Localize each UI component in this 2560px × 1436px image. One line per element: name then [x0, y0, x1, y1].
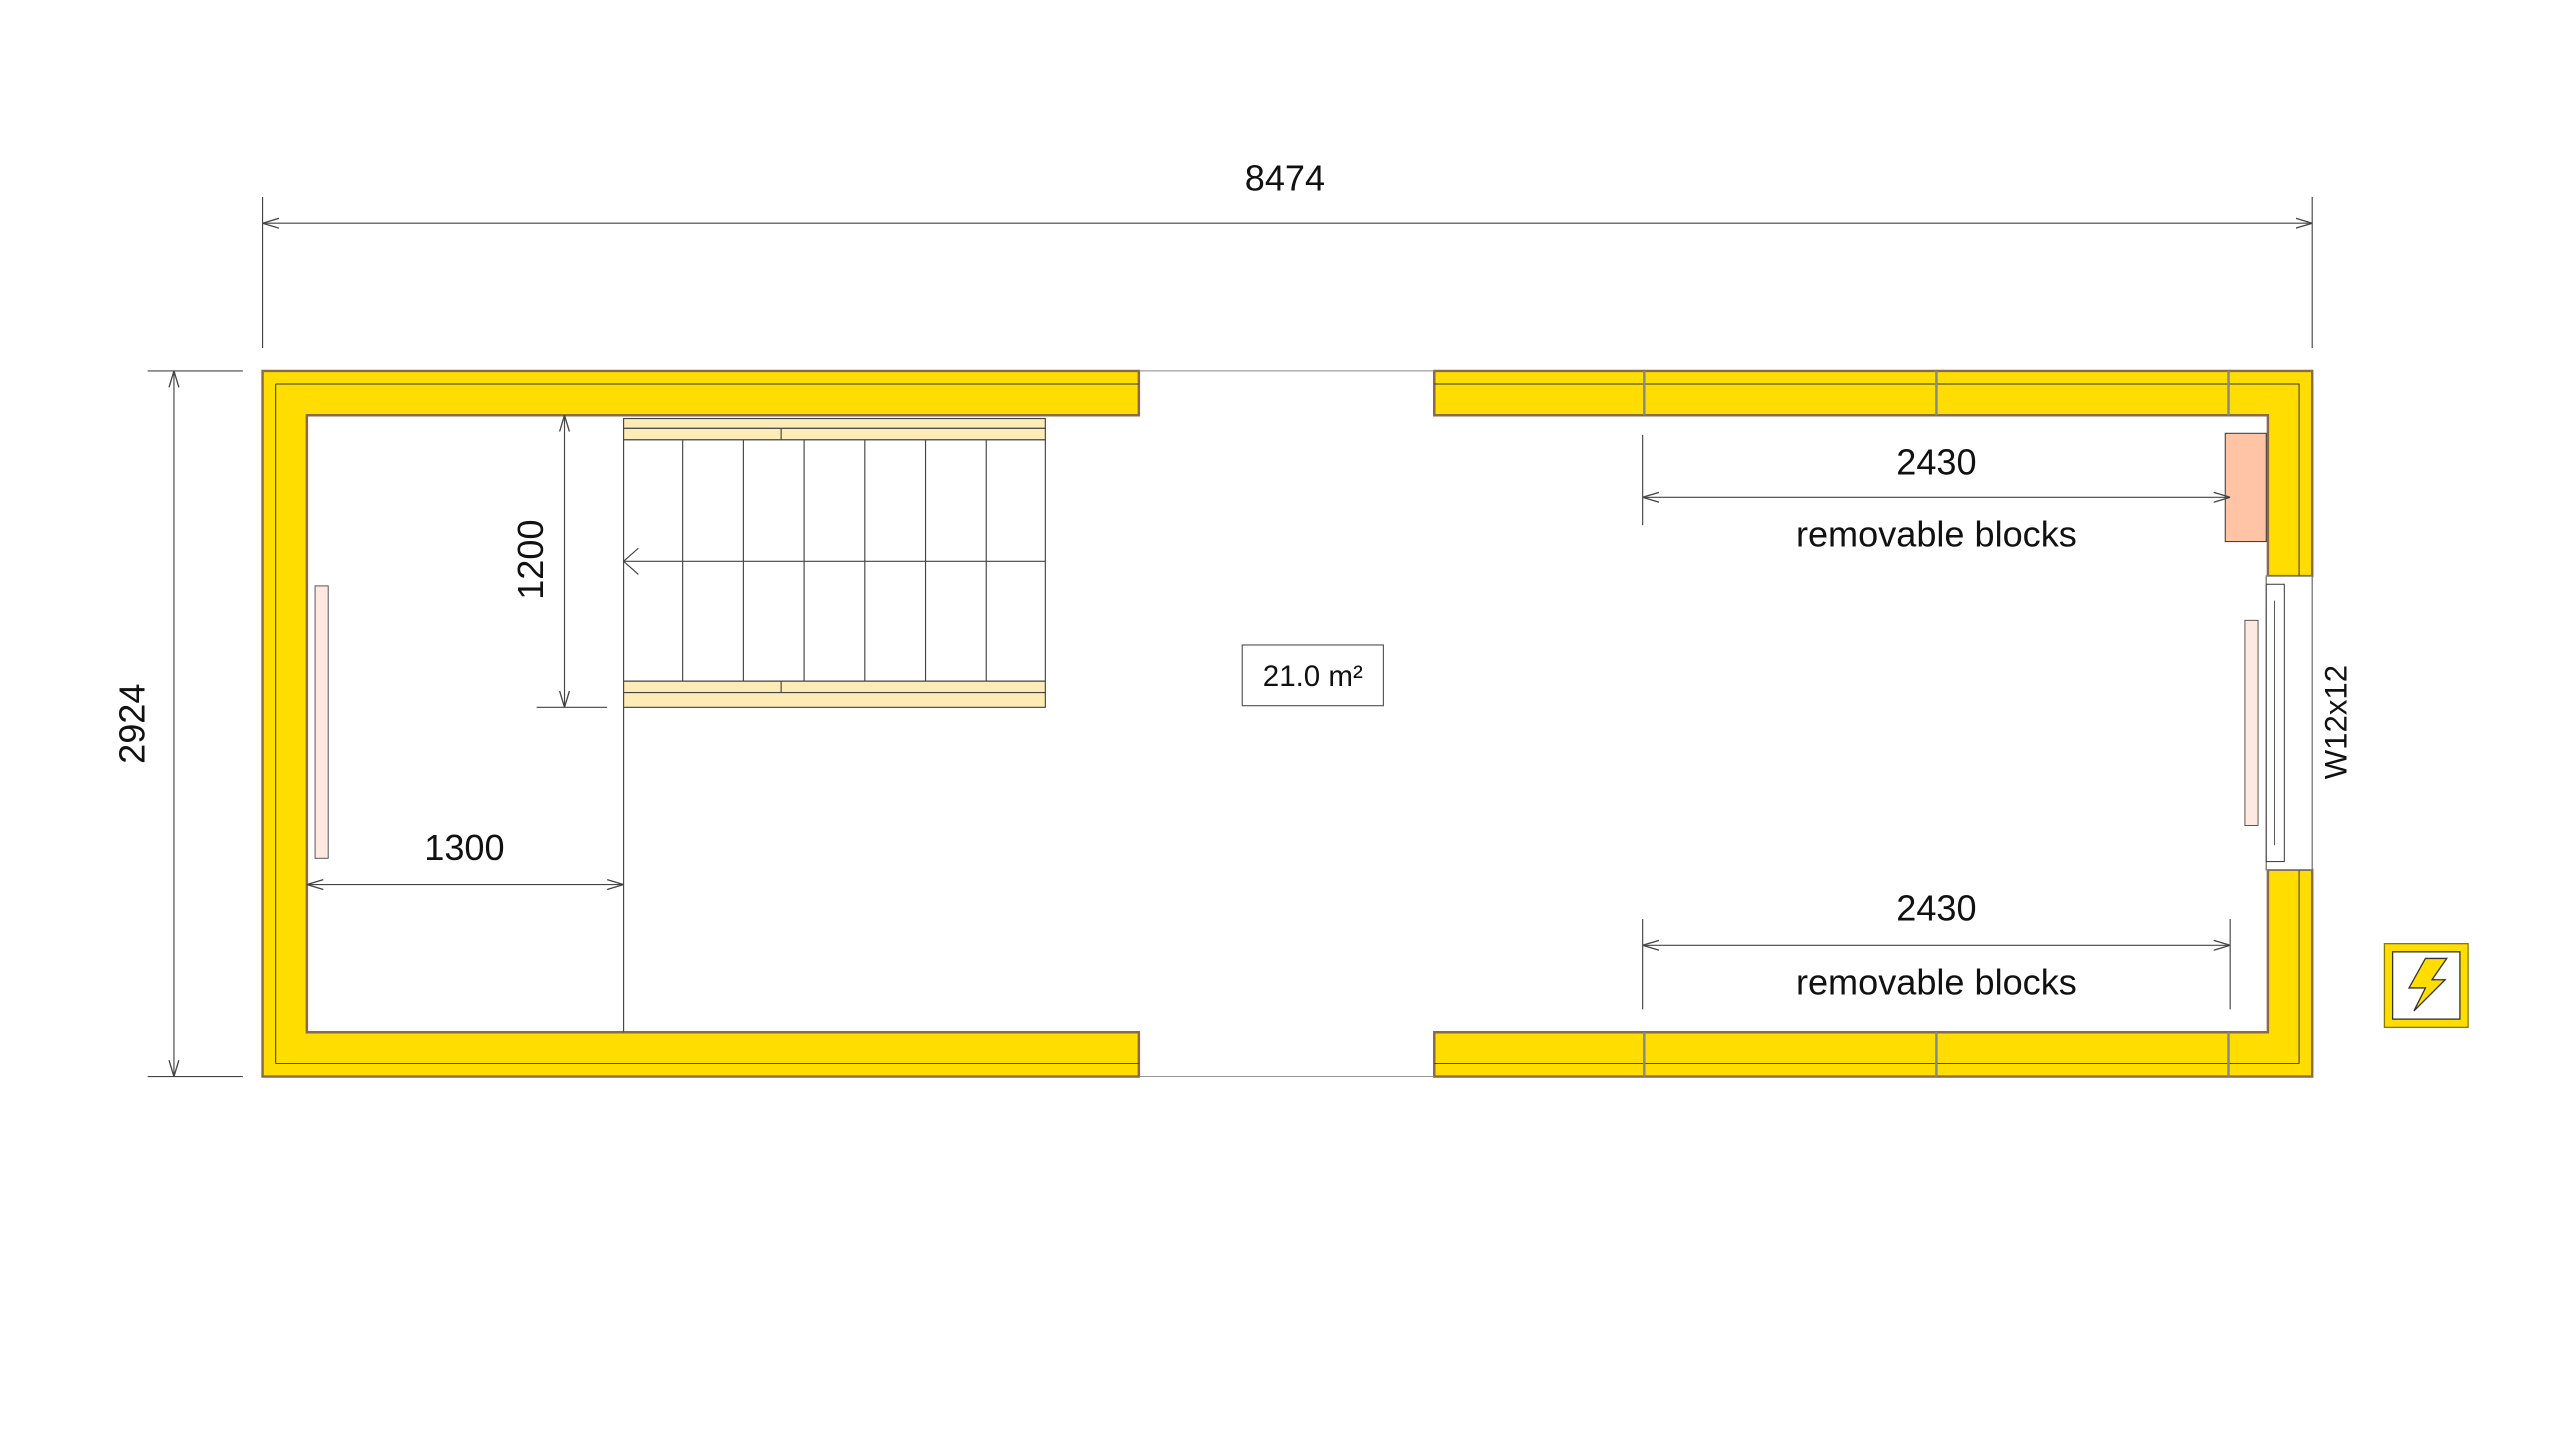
lightning-icon	[2383, 942, 2469, 1028]
removable-blocks-label: removable blocks	[1796, 962, 2077, 1003]
dimension-label: 1200	[510, 519, 551, 599]
dimension-label: 2430	[1896, 888, 1976, 929]
svg-text:21.0 m²: 21.0 m²	[1263, 660, 1363, 693]
dimension-overall-length: 8474	[261, 157, 2313, 348]
dimension-clearance: 1300	[306, 827, 624, 885]
dimension-top-blocks: 2430 removable blocks	[1642, 434, 2231, 555]
area-label: 21.0 m²	[1241, 644, 1384, 707]
dimension-bottom-blocks: 2430 removable blocks	[1642, 888, 2231, 1010]
dimension-stair-width: 1200	[510, 415, 608, 708]
dimension-label: 1300	[424, 827, 504, 868]
radiator-right	[2244, 619, 2259, 826]
window-w12x12: W12x12	[2265, 575, 2354, 871]
removable-blocks-label: removable blocks	[1796, 514, 2077, 555]
heater-block	[2224, 432, 2267, 543]
window-label: W12x12	[2319, 665, 2354, 779]
dimension-label: 2430	[1896, 441, 1976, 482]
dimension-label: 2924	[111, 684, 152, 764]
staircase	[622, 417, 1046, 1033]
dimension-overall-width: 2924	[111, 370, 243, 1078]
dimension-label: 8474	[1245, 157, 1325, 198]
radiator-left	[314, 585, 329, 859]
